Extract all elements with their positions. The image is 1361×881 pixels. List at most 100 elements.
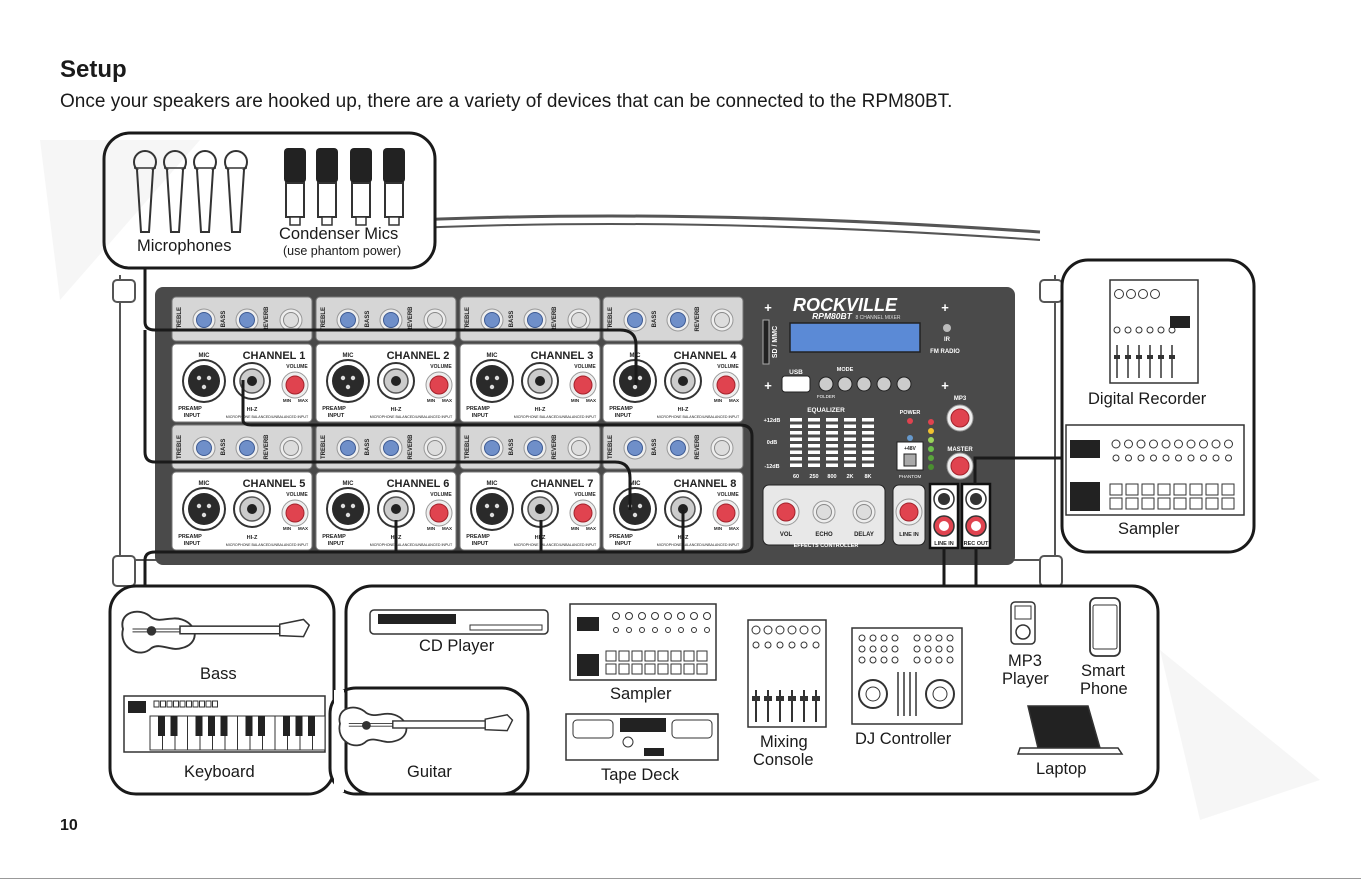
bass-knob: [666, 436, 690, 460]
svg-text:MIC: MIC: [487, 353, 499, 359]
channel-label: CHANNEL 3: [531, 350, 594, 362]
svg-text:BASS: BASS: [221, 439, 227, 456]
svg-text:MIN: MIN: [714, 526, 722, 531]
treble-knob: [623, 308, 647, 332]
svg-text:TREBLE: TREBLE: [608, 435, 614, 459]
svg-text:TREBLE: TREBLE: [608, 307, 614, 331]
label-guitar: Guitar: [407, 763, 452, 781]
svg-text:MIN: MIN: [427, 398, 435, 403]
svg-text:DELAY: DELAY: [854, 532, 874, 538]
xlr-input-icon: [470, 359, 514, 403]
svg-text:MASTER: MASTER: [947, 447, 973, 453]
svg-text:+12dB: +12dB: [764, 418, 781, 424]
svg-text:+: +: [764, 300, 772, 315]
volume-knob: [281, 371, 309, 399]
reverb-knob: [279, 308, 303, 332]
svg-text:MICROPHONE BALANCED/UNBALANCED: MICROPHONE BALANCED/UNBALANCED INPUT: [226, 543, 309, 547]
xlr-input-icon: [470, 487, 514, 531]
svg-text:MAX: MAX: [298, 398, 308, 403]
svg-text:USB: USB: [789, 369, 803, 376]
volume-knob: [425, 499, 453, 527]
svg-text:MIC: MIC: [343, 353, 355, 359]
svg-text:BASS: BASS: [509, 439, 515, 456]
label-player: Player: [1002, 670, 1049, 688]
svg-text:MAX: MAX: [586, 398, 596, 403]
label-digital-recorder: Digital Recorder: [1088, 390, 1207, 408]
svg-text:EQUALIZER: EQUALIZER: [807, 407, 845, 414]
label-sampler-right: Sampler: [1118, 520, 1180, 538]
svg-text:MODE: MODE: [837, 367, 854, 373]
keyboard-icon: [123, 695, 326, 753]
svg-text:TREBLE: TREBLE: [465, 435, 471, 459]
label-cd-player: CD Player: [419, 637, 495, 655]
volume-knob: [569, 499, 597, 527]
channel-label: CHANNEL 6: [387, 478, 450, 490]
lcd-display: [789, 322, 921, 353]
label-condenser-mics: Condenser Mics: [279, 225, 399, 243]
svg-text:BASS: BASS: [509, 311, 515, 328]
svg-text:+48V: +48V: [904, 446, 916, 452]
bass-knob: [523, 308, 547, 332]
treble-knob: [623, 436, 647, 460]
reverb-knob: [279, 436, 303, 460]
svg-text:TREBLE: TREBLE: [321, 307, 327, 331]
reverb-knob: [710, 436, 734, 460]
channel-label: CHANNEL 1: [243, 350, 306, 362]
xlr-input-icon: [326, 487, 370, 531]
svg-text:MIN: MIN: [283, 398, 291, 403]
svg-text:MAX: MAX: [729, 526, 739, 531]
label-dj-controller: DJ Controller: [855, 730, 952, 748]
hiz-jack-icon: [664, 362, 702, 400]
bass-knob: [235, 308, 259, 332]
svg-text:VOLUME: VOLUME: [286, 492, 308, 498]
svg-text:+: +: [941, 378, 949, 393]
svg-text:60: 60: [793, 474, 799, 480]
sd-label: SD / MMC: [772, 326, 779, 358]
svg-text:INPUT: INPUT: [472, 541, 489, 547]
svg-text:PREAMP: PREAMP: [322, 534, 346, 540]
label-smart: Smart: [1081, 662, 1126, 680]
channel-label: CHANNEL 7: [531, 478, 594, 490]
channel-label: CHANNEL 2: [387, 350, 450, 362]
svg-text:PHANTOM: PHANTOM: [899, 474, 922, 479]
svg-text:HI-Z: HI-Z: [391, 407, 402, 413]
svg-text:VOLUME: VOLUME: [286, 364, 308, 370]
svg-text:INPUT: INPUT: [328, 413, 345, 419]
svg-text:MAX: MAX: [298, 526, 308, 531]
svg-text:+: +: [764, 378, 772, 393]
svg-text:PREAMP: PREAMP: [609, 534, 633, 540]
svg-text:MIN: MIN: [571, 526, 579, 531]
svg-text:MAX: MAX: [442, 526, 452, 531]
label-phone: Phone: [1080, 680, 1128, 698]
svg-text:FM RADIO: FM RADIO: [930, 349, 960, 355]
svg-text:2K: 2K: [846, 474, 853, 480]
bass-knob: [379, 308, 403, 332]
bass-knob: [379, 436, 403, 460]
treble-knob: [192, 436, 216, 460]
bass-knob: [523, 436, 547, 460]
svg-text:-12dB: -12dB: [764, 464, 779, 470]
tape-deck-icon: [565, 713, 719, 761]
line-devices-box: [344, 584, 1160, 796]
svg-text:8K: 8K: [864, 474, 871, 480]
svg-text:MIC: MIC: [487, 481, 499, 487]
svg-text:REC OUT: REC OUT: [964, 541, 989, 547]
xlr-input-icon: [182, 487, 226, 531]
svg-text:REVERB: REVERB: [695, 434, 701, 460]
reverb-knob: [567, 308, 591, 332]
svg-text:MICROPHONE BALANCED/UNBALANCED: MICROPHONE BALANCED/UNBALANCED INPUT: [657, 415, 740, 419]
label-mixing: Mixing: [760, 733, 808, 751]
svg-text:VOLUME: VOLUME: [717, 364, 739, 370]
svg-text:TREBLE: TREBLE: [177, 307, 183, 331]
svg-text:REVERB: REVERB: [408, 306, 414, 332]
svg-text:MIN: MIN: [283, 526, 291, 531]
svg-text:LINE IN: LINE IN: [899, 532, 919, 538]
svg-text:INPUT: INPUT: [184, 541, 201, 547]
svg-text:REVERB: REVERB: [552, 434, 558, 460]
